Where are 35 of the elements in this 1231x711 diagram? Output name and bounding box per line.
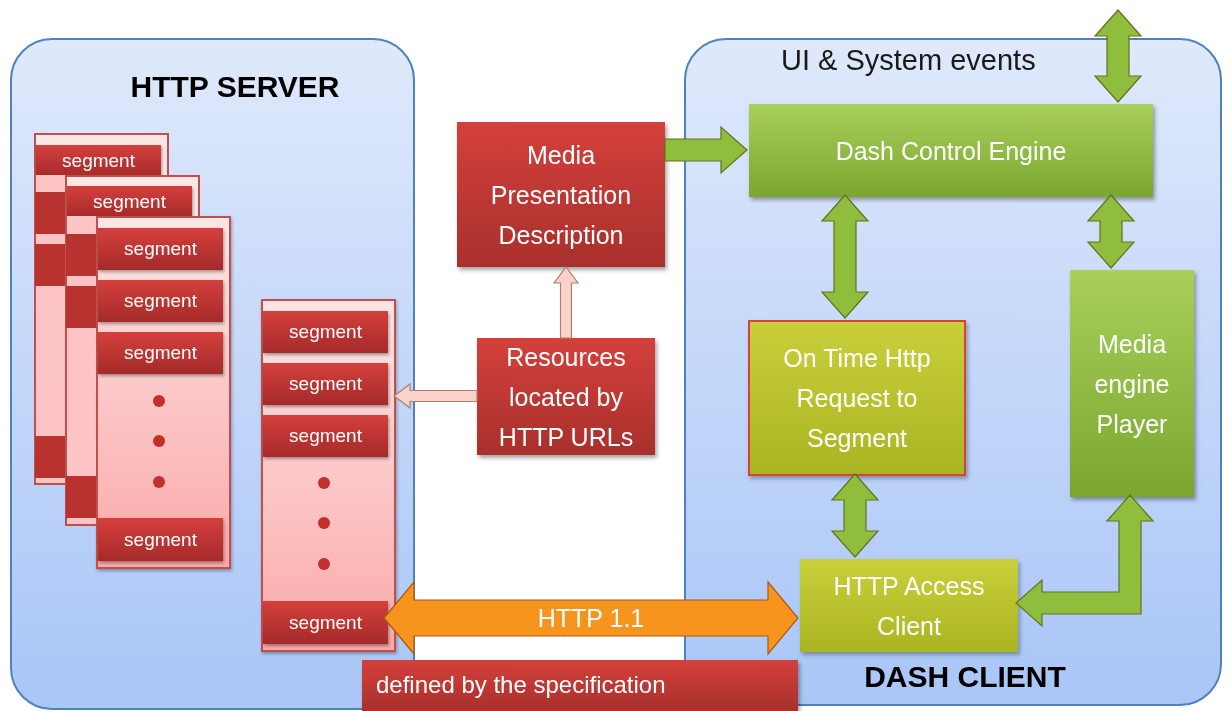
client-panel: [684, 38, 1222, 706]
resource-box: Resources located by HTTP URLs: [477, 338, 655, 455]
segment-bar: segment: [98, 280, 223, 322]
block-arrow: [552, 266, 580, 339]
panel-heading: HTTP SERVER: [130, 70, 340, 104]
segment-bar: segment: [263, 363, 388, 405]
request-box: On Time Http Request to Segment: [748, 320, 966, 476]
access-client-box: HTTP Access Client: [800, 559, 1018, 652]
segment-card: [96, 216, 231, 569]
player-box: Media engine Player: [1070, 270, 1194, 497]
block-arrow: [664, 125, 748, 175]
description-box: Media Presentation Description: [457, 122, 665, 267]
segment-bar: segment: [98, 228, 223, 270]
block-arrow: [1093, 9, 1143, 103]
segment-bar: segment: [263, 311, 388, 353]
block-arrow: [820, 194, 870, 319]
edge-label: HTTP 1.1: [537, 603, 645, 633]
block-arrow: [1015, 494, 1155, 628]
spec-key-box: defined by the specification: [362, 660, 798, 711]
block-arrow: [393, 382, 478, 410]
segment-bar: segment: [263, 601, 388, 644]
segment-bar: segment: [98, 518, 223, 561]
segment-bar: segment: [263, 415, 388, 457]
segment-card: [34, 133, 169, 175]
engine-box: Dash Control Engine: [749, 104, 1153, 197]
segment-card: [261, 299, 396, 652]
segment-bar: segment: [67, 186, 192, 218]
note-label: UI & System events: [781, 44, 1036, 77]
segment-bar: segment: [36, 145, 161, 177]
panel-heading: DASH CLIENT: [864, 660, 1066, 694]
block-arrow: [383, 580, 799, 656]
segment-card: [65, 175, 200, 216]
block-arrow: [1086, 194, 1136, 269]
block-arrow: [830, 473, 880, 558]
segment-bar: segment: [98, 332, 223, 374]
